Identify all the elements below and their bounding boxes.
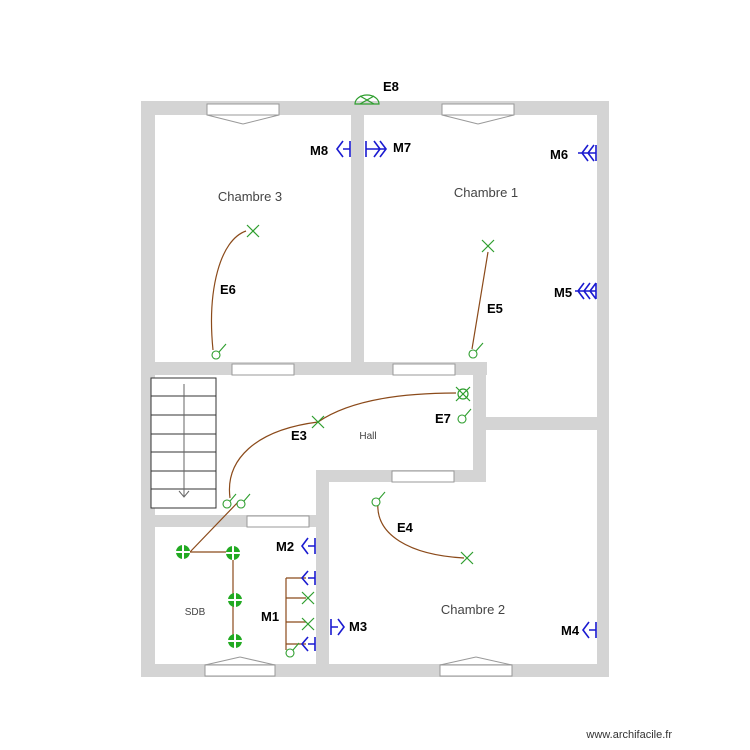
room-label-chambre3: Chambre 3 bbox=[218, 189, 282, 204]
room-label-sdb: SDB bbox=[185, 607, 206, 618]
light-point-x-icon bbox=[246, 224, 260, 238]
switch-icon bbox=[371, 491, 386, 507]
sockets bbox=[300, 140, 597, 652]
power-outlet-icon bbox=[578, 144, 597, 162]
room-label-hall: Hall bbox=[359, 431, 376, 442]
wall-c3-c1 bbox=[351, 101, 364, 363]
light-point-x-icon bbox=[301, 591, 315, 605]
switch-icon bbox=[457, 408, 472, 424]
window-chambre1 bbox=[441, 103, 515, 125]
switch-icon bbox=[468, 342, 484, 359]
door-sdb bbox=[246, 515, 310, 528]
power-outlet-icon bbox=[330, 618, 345, 636]
tag-m3: M3 bbox=[349, 619, 367, 634]
power-outlet-icon bbox=[336, 140, 351, 158]
room-label-chambre2: Chambre 2 bbox=[441, 602, 505, 617]
power-outlet-icon bbox=[575, 282, 597, 300]
tag-e5: E5 bbox=[487, 301, 503, 316]
door-chambre2 bbox=[391, 470, 455, 483]
wall-sdb-c2 bbox=[316, 470, 329, 677]
wall-hall-right bbox=[473, 362, 486, 474]
wire-sdb-spots bbox=[190, 551, 234, 642]
wire-e6 bbox=[210, 230, 247, 351]
power-outlet-icon bbox=[582, 621, 597, 639]
tag-e4: E4 bbox=[397, 520, 414, 535]
doors bbox=[231, 363, 456, 528]
recessed-spot-icon bbox=[228, 593, 242, 607]
recessed-spot-icon bbox=[176, 545, 190, 559]
light-point-x-icon bbox=[311, 415, 325, 429]
recessed-spots bbox=[176, 545, 242, 648]
recessed-spot-icon bbox=[226, 546, 240, 560]
stairs-down-arrow-icon bbox=[178, 384, 190, 498]
door-chambre1 bbox=[392, 363, 456, 376]
light-point-x-icon bbox=[481, 239, 495, 253]
tag-m7: M7 bbox=[393, 140, 411, 155]
wall-outer-left bbox=[141, 101, 155, 677]
window-chambre2 bbox=[439, 656, 513, 677]
wall-outer-right bbox=[597, 101, 609, 677]
wire-e3-bottom bbox=[228, 421, 319, 499]
tag-m1: M1 bbox=[261, 609, 279, 624]
switch-icon bbox=[211, 343, 227, 360]
wall-lamp-icon bbox=[455, 386, 471, 402]
window-chambre3 bbox=[206, 103, 280, 125]
tag-m6: M6 bbox=[550, 147, 568, 162]
windows bbox=[204, 103, 515, 677]
tag-m8: M8 bbox=[310, 143, 328, 158]
recessed-spot-icon bbox=[228, 634, 242, 648]
wire-sdb-feed bbox=[189, 499, 241, 553]
light-point-x-icon bbox=[460, 551, 474, 565]
power-outlet-icon bbox=[300, 636, 316, 652]
switches bbox=[211, 342, 484, 658]
watermark: www.archifacile.fr bbox=[585, 729, 672, 741]
light-point-x-icon bbox=[301, 617, 315, 631]
room-label-chambre1: Chambre 1 bbox=[454, 185, 518, 200]
wire-e5 bbox=[471, 251, 489, 350]
light-points bbox=[246, 94, 495, 631]
wire-m1 bbox=[285, 577, 306, 650]
tag-e3: E3 bbox=[291, 428, 307, 443]
power-outlet-icon bbox=[300, 570, 316, 586]
window-sdb bbox=[204, 656, 276, 677]
switch-icon bbox=[285, 642, 300, 658]
switch-icon bbox=[236, 493, 251, 509]
tag-e7: E7 bbox=[435, 411, 451, 426]
power-outlet-icon bbox=[365, 140, 387, 158]
tag-e6: E6 bbox=[220, 282, 236, 297]
tag-m5: M5 bbox=[554, 285, 572, 300]
stairs bbox=[150, 377, 217, 509]
door-chambre3 bbox=[231, 363, 295, 376]
tag-m2: M2 bbox=[276, 539, 294, 554]
wall-c1-c2 bbox=[473, 417, 609, 430]
tag-m4: M4 bbox=[561, 623, 580, 638]
wire-e3-top bbox=[317, 392, 457, 423]
wire-e4 bbox=[377, 501, 465, 559]
power-outlet-icon bbox=[301, 537, 316, 555]
switch-icon bbox=[222, 493, 237, 509]
wires bbox=[189, 230, 489, 650]
tag-e8: E8 bbox=[383, 79, 399, 94]
exterior-wall-lamp-icon bbox=[354, 94, 380, 105]
